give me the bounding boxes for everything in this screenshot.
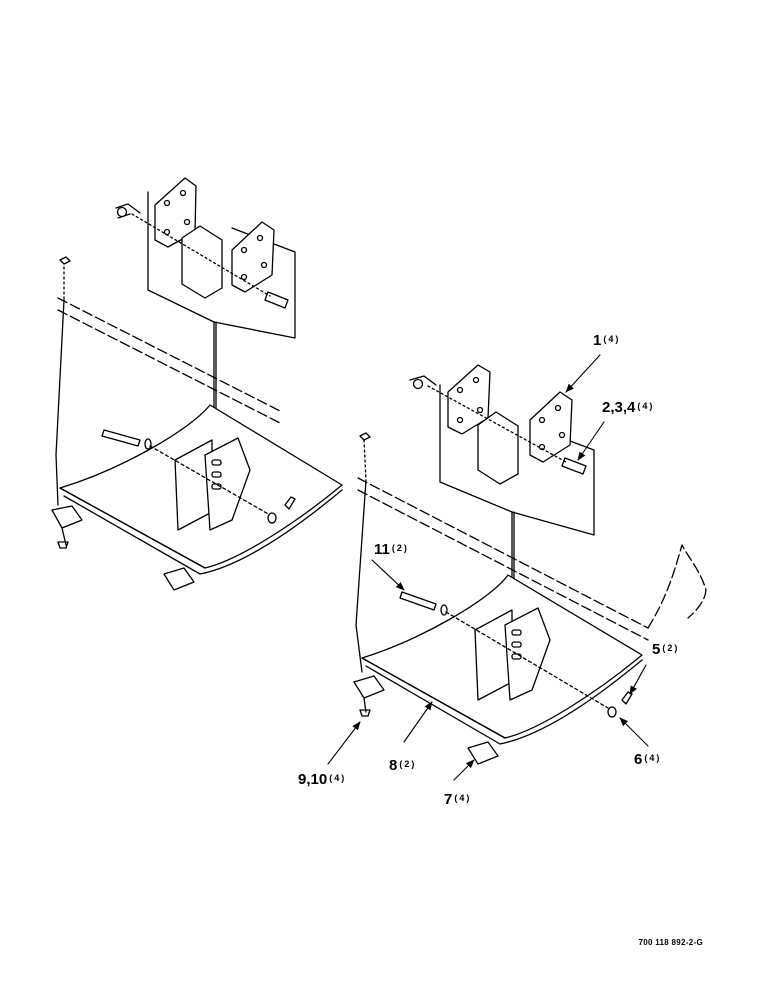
- callout-quantity: (4): [603, 334, 621, 344]
- callout-11: 11(2): [374, 542, 409, 557]
- figure-reference-number: 700 118 892-2-G: [638, 938, 703, 947]
- lower-assembly: [353, 364, 707, 765]
- callout-2-3-4: 2,3,4(4): [602, 400, 654, 415]
- callout-9-10: 9,10(4): [298, 772, 346, 787]
- leader-lines: [327, 354, 649, 781]
- callout-quantity: (4): [637, 401, 655, 411]
- callout-number: 9,10: [298, 771, 328, 788]
- callout-7: 7(4): [444, 792, 471, 807]
- callout-quantity: (4): [454, 793, 472, 803]
- callout-6: 6(4): [634, 752, 661, 767]
- callout-number: 11: [374, 541, 390, 558]
- callout-quantity: (2): [391, 543, 409, 553]
- callout-quantity: (2): [399, 759, 417, 769]
- callout-8: 8(2): [389, 758, 416, 773]
- callout-quantity: (4): [644, 753, 662, 763]
- callout-number: 8: [389, 757, 398, 774]
- callout-number: 2,3,4: [602, 399, 636, 416]
- callout-1: 1(4): [593, 333, 620, 348]
- callout-number: 7: [444, 791, 453, 808]
- callout-number: 6: [634, 751, 643, 768]
- callout-5: 5(2): [652, 642, 679, 657]
- callout-number: 1: [593, 332, 602, 349]
- callout-quantity: (4): [329, 773, 347, 783]
- callout-quantity: (2): [662, 643, 680, 653]
- upper-assembly: [51, 177, 343, 591]
- callout-number: 5: [652, 641, 661, 658]
